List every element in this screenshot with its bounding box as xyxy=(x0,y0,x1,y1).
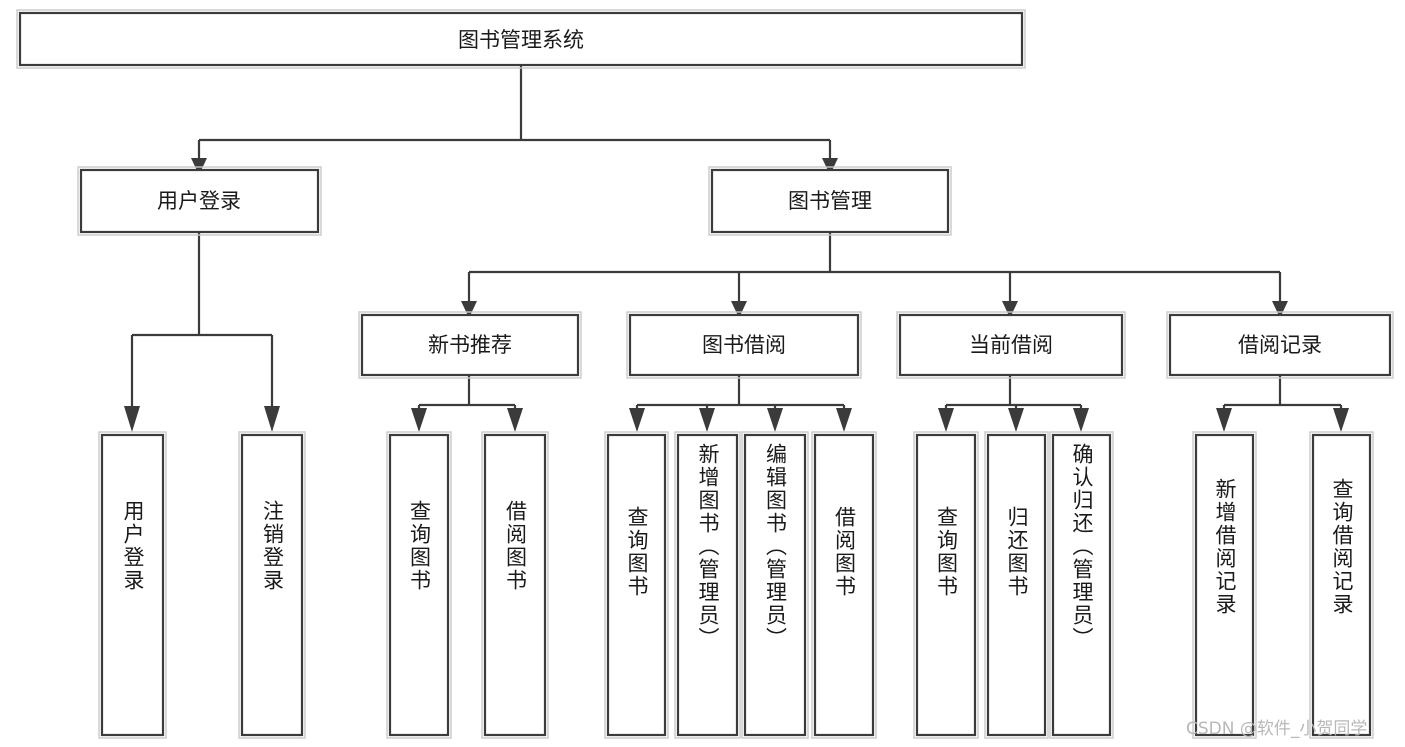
arrow-head-leaf-return-book xyxy=(1008,408,1024,432)
leaf-node-query-book-3[interactable] xyxy=(913,431,979,739)
connector-currentborrow-to-leaves xyxy=(944,375,1083,412)
arrow-head-leaf-user-login xyxy=(124,406,140,432)
node-book-borrow-label: 图书借阅 xyxy=(702,333,786,357)
arrow-head-leaf-logout-login xyxy=(264,406,280,432)
connector-borrowrecord-to-leaves xyxy=(1222,375,1343,412)
arrow-head-leaf-borrow-book-1 xyxy=(507,408,523,432)
node-current-borrow[interactable]: 当前借阅 xyxy=(896,311,1126,379)
arrow-head-leaf-add-record xyxy=(1216,408,1232,432)
arrow-head-borrow-record xyxy=(1272,301,1288,318)
arrow-head-leaf-query-book-1 xyxy=(411,408,427,432)
node-book-management[interactable]: 图书管理 xyxy=(708,166,952,236)
node-new-book-recommend[interactable]: 新书推荐 xyxy=(358,311,582,379)
leaf-node-confirm-return[interactable] xyxy=(1049,431,1114,739)
node-new-book-recommend-label: 新书推荐 xyxy=(428,333,512,357)
leaf-node-add-book[interactable] xyxy=(674,431,741,739)
connector-userlogin-to-leaves xyxy=(130,232,274,408)
leaf-node-return-book[interactable] xyxy=(984,431,1049,739)
connector-newbook-to-leaves xyxy=(417,375,517,412)
node-root-label: 图书管理系统 xyxy=(458,28,584,52)
leaf-box-group xyxy=(98,431,1374,739)
watermark-text: CSDN @软件_小贺同学 xyxy=(1186,719,1368,739)
node-borrow-record-label: 借阅记录 xyxy=(1238,333,1322,357)
arrow-head-leaf-add-book xyxy=(699,408,715,432)
node-borrow-record[interactable]: 借阅记录 xyxy=(1166,311,1394,379)
connector-layer xyxy=(124,65,1349,432)
leaf-node-query-book-2[interactable] xyxy=(604,431,669,739)
leaf-node-borrow-book-2[interactable] xyxy=(811,431,877,739)
node-book-borrow[interactable]: 图书借阅 xyxy=(626,311,862,379)
arrow-head-current-borrow xyxy=(1002,301,1018,318)
arrow-head-leaf-confirm-return xyxy=(1073,408,1089,432)
leaf-node-logout-login[interactable] xyxy=(238,431,306,739)
arrow-head-new-book-recommend xyxy=(461,301,477,318)
leaf-node-edit-book[interactable] xyxy=(741,431,809,739)
node-current-borrow-label: 当前借阅 xyxy=(969,333,1053,357)
leaf-node-query-record[interactable] xyxy=(1309,431,1374,739)
leaf-node-borrow-book-1[interactable] xyxy=(481,431,549,739)
arrow-head-leaf-borrow-book-2 xyxy=(836,408,852,432)
connector-bookmgmt-to-level3 xyxy=(467,232,1282,303)
node-user-login-label: 用户登录 xyxy=(157,189,241,213)
arrow-head-leaf-query-book-3 xyxy=(938,408,954,432)
arrow-head-leaf-query-book-2 xyxy=(629,408,645,432)
leaf-node-query-book-1[interactable] xyxy=(386,431,452,739)
arrow-head-book-borrow xyxy=(731,301,747,318)
leaf-node-add-record[interactable] xyxy=(1192,431,1257,739)
node-user-login[interactable]: 用户登录 xyxy=(77,166,322,236)
arrow-head-leaf-edit-book xyxy=(767,408,783,432)
connector-bookborrow-to-leaves xyxy=(635,375,846,412)
connector-root-to-level2 xyxy=(197,65,832,160)
leaf-node-user-login[interactable] xyxy=(98,431,167,739)
node-book-management-label: 图书管理 xyxy=(788,189,872,213)
node-root[interactable]: 图书管理系统 xyxy=(16,9,1026,69)
arrow-head-leaf-query-record xyxy=(1333,408,1349,432)
